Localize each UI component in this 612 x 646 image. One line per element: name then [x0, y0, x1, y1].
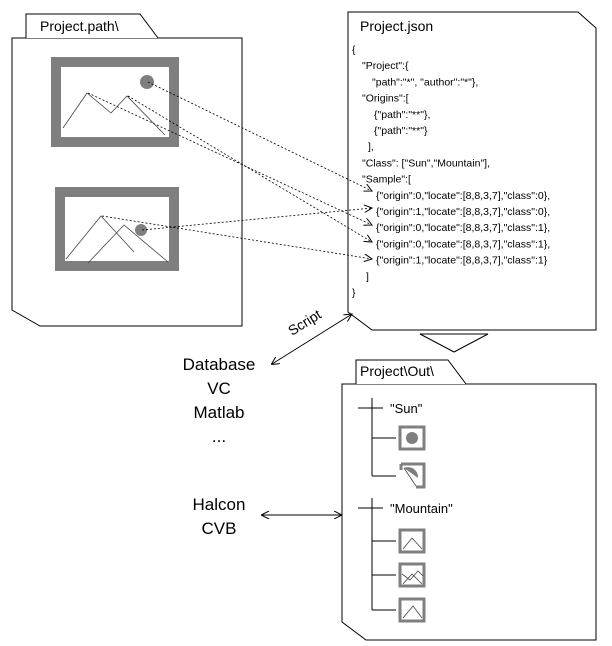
tool-item: CVB — [202, 519, 237, 538]
json-line: "Class": ["Sun","Mountain"], — [362, 157, 490, 169]
sun-circle-2 — [135, 224, 147, 236]
tool-item: Halcon — [193, 495, 246, 514]
output-sun-thumb-2 — [399, 462, 426, 489]
mapping-arrow-sun-1 — [147, 81, 372, 191]
json-line: "Origins":[ — [362, 93, 409, 105]
json-line: {"origin":0,"locate":[8,8,3,7],"class":0… — [376, 190, 550, 202]
output-mountain-thumb-1 — [398, 528, 426, 554]
tree-class-sun: "Sun" — [390, 401, 423, 416]
tool-item: ... — [212, 427, 226, 446]
json-document-title: Project.json — [360, 18, 433, 34]
json-line: ] — [366, 271, 369, 283]
tool-item: VC — [207, 379, 231, 398]
tree-branch-mountain — [358, 498, 396, 611]
tree-branch-sun — [358, 398, 396, 477]
mapping-arrow-mountain-3 — [101, 215, 372, 259]
json-line: {"origin":0,"locate":[8,8,3,7],"class":1… — [376, 238, 550, 250]
json-document: Project.json { "Project":{ "path":"*", "au… — [347, 11, 597, 331]
mapping-arrows — [87, 81, 372, 259]
json-line: "path":"*", "author":"*"}, — [372, 76, 478, 88]
source-folder-label: Project.path\ — [40, 18, 119, 34]
output-mountain-thumb-2 — [398, 562, 426, 588]
sun-circle-1 — [140, 75, 154, 89]
json-line: {"path":"**"}, — [374, 109, 430, 121]
mapping-arrow-sun-2 — [141, 208, 372, 231]
json-line: } — [352, 287, 356, 299]
script-connector: Script — [272, 306, 352, 364]
output-arrow-triangle — [419, 333, 489, 353]
source-image-2 — [55, 187, 179, 271]
json-line: {"path":"**"} — [374, 125, 428, 137]
json-line: "Sample":[ — [362, 174, 411, 186]
output-mountain-thumb-3 — [398, 597, 426, 623]
json-line: {"origin":1,"locate":[8,8,3,7],"class":1… — [376, 255, 548, 267]
output-folder: Project\Out\ "Sun" "Mountai — [341, 359, 597, 641]
tool-item: Database — [183, 355, 256, 374]
json-line: { — [352, 44, 356, 56]
tool-item: Matlab — [193, 403, 244, 422]
json-line: {"origin":1,"locate":[8,8,3,7],"class":0… — [376, 206, 550, 218]
mapping-arrow-mountain-2 — [127, 95, 372, 242]
json-line: {"origin":0,"locate":[8,8,3,7],"class":1… — [376, 222, 550, 234]
output-sun-thumb-1 — [398, 425, 426, 451]
source-image-1 — [51, 57, 179, 147]
mapping-arrow-mountain-1 — [87, 92, 372, 225]
tree-class-mountain: "Mountain" — [390, 501, 453, 516]
source-folder: Project.path\ — [11, 13, 243, 327]
output-folder-label: Project\Out\ — [360, 363, 434, 379]
json-line: ], — [368, 141, 374, 153]
json-code-block: { "Project":{ "path":"*", "author":"*"}, "O… — [352, 44, 550, 299]
script-label: Script — [285, 306, 324, 339]
json-line: "Project":{ — [362, 60, 409, 72]
